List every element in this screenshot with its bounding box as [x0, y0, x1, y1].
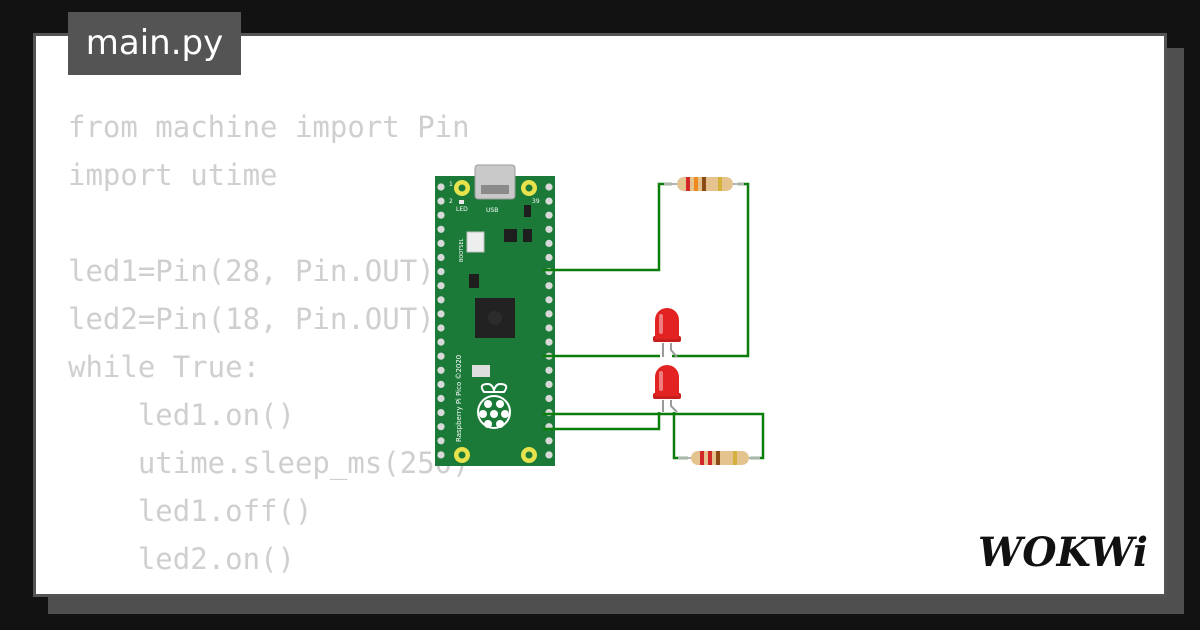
- bootsel-button[interactable]: [466, 231, 485, 253]
- flash-chip: [472, 365, 490, 377]
- pin-pad[interactable]: [545, 183, 553, 191]
- led-2[interactable]: [653, 365, 681, 413]
- pin-pad[interactable]: [437, 366, 445, 374]
- board-name-label: Raspberry Pi Pico ©2020: [455, 355, 463, 442]
- pin-pad[interactable]: [545, 366, 553, 374]
- pin-pad[interactable]: [437, 225, 445, 233]
- pin-pad[interactable]: [437, 380, 445, 388]
- wires: [543, 182, 765, 460]
- pico-board[interactable]: USB LED 1 2 39 BOOTSEL Raspb: [435, 164, 555, 466]
- code-line: utime.sleep_ms(250): [68, 583, 470, 594]
- pin-39-label: 39: [532, 198, 540, 205]
- pin-pad[interactable]: [437, 211, 445, 219]
- wire-gp28-resistor1[interactable]: [543, 182, 672, 272]
- code-line: led1.on(): [68, 398, 295, 432]
- code-line: led2.on(): [68, 542, 295, 576]
- pin-pad[interactable]: [437, 437, 445, 445]
- bootsel-label: BOOTSEL: [459, 238, 465, 262]
- pin-pad[interactable]: [545, 380, 553, 388]
- pin-pad[interactable]: [545, 211, 553, 219]
- pin-pad[interactable]: [545, 324, 553, 332]
- raspberry-pi-logo: [477, 382, 511, 429]
- file-tab-main-py[interactable]: main.py: [68, 12, 241, 75]
- code-line: from machine import Pin: [68, 110, 470, 144]
- resistor-2[interactable]: [678, 451, 760, 465]
- pin-pad[interactable]: [437, 310, 445, 318]
- onboard-led: [459, 200, 464, 204]
- pin-pad[interactable]: [437, 268, 445, 276]
- led-1[interactable]: [653, 308, 681, 358]
- pin-pad[interactable]: [437, 282, 445, 290]
- pin-pad[interactable]: [437, 239, 445, 247]
- led-1-lens: [655, 308, 679, 339]
- pin-pad[interactable]: [545, 437, 553, 445]
- pin-1-label: 1: [449, 181, 453, 188]
- led-label: LED: [456, 206, 468, 213]
- preview-card: from machine import Pin import utime led1=…: [33, 33, 1167, 597]
- code-line: led1=Pin(28, Pin.OUT): [68, 254, 435, 288]
- pin-pad[interactable]: [545, 282, 553, 290]
- pin-pad[interactable]: [545, 225, 553, 233]
- pin-pad[interactable]: [545, 310, 553, 318]
- pin-pad[interactable]: [545, 239, 553, 247]
- usb-label: USB: [486, 207, 498, 214]
- pin-pad[interactable]: [437, 352, 445, 360]
- code-editor: from machine import Pin import utime led1=…: [68, 103, 470, 594]
- pin-pad[interactable]: [545, 394, 553, 403]
- pin-pad[interactable]: [437, 197, 445, 205]
- code-line: led1.off(): [68, 494, 313, 528]
- code-line: while True:: [68, 350, 261, 384]
- pin-pad[interactable]: [437, 451, 445, 459]
- pin-pad[interactable]: [437, 409, 445, 417]
- led-2-lens: [655, 365, 679, 396]
- pin-pad[interactable]: [437, 338, 445, 346]
- pin-pad[interactable]: [437, 296, 445, 304]
- resistor-1[interactable]: [664, 177, 744, 191]
- pin-pad[interactable]: [437, 423, 445, 431]
- wire-led2-resistor2[interactable]: [672, 412, 688, 460]
- code-line: utime.sleep_ms(250): [68, 446, 470, 480]
- pin-pad[interactable]: [545, 253, 553, 262]
- pin-pads: [437, 183, 553, 459]
- pin-pad[interactable]: [437, 324, 445, 332]
- pin-pad[interactable]: [437, 394, 445, 403]
- pin-pad[interactable]: [545, 296, 553, 304]
- pin-pad[interactable]: [545, 451, 553, 459]
- wokwi-logo-text: WOKWi: [978, 529, 1148, 576]
- pin-pad[interactable]: [437, 183, 445, 191]
- code-line: import utime: [68, 158, 278, 192]
- wokwi-logo: WOKWi: [978, 529, 1148, 576]
- pin-2-label: 2: [449, 198, 453, 205]
- wire-resistor1-led1[interactable]: [672, 182, 750, 358]
- pin-pad[interactable]: [437, 253, 445, 262]
- wire-gnd-led2[interactable]: [543, 412, 661, 431]
- pin-pad[interactable]: [545, 338, 553, 346]
- code-line: led2=Pin(18, Pin.OUT): [68, 302, 435, 336]
- pin-pad[interactable]: [545, 197, 553, 205]
